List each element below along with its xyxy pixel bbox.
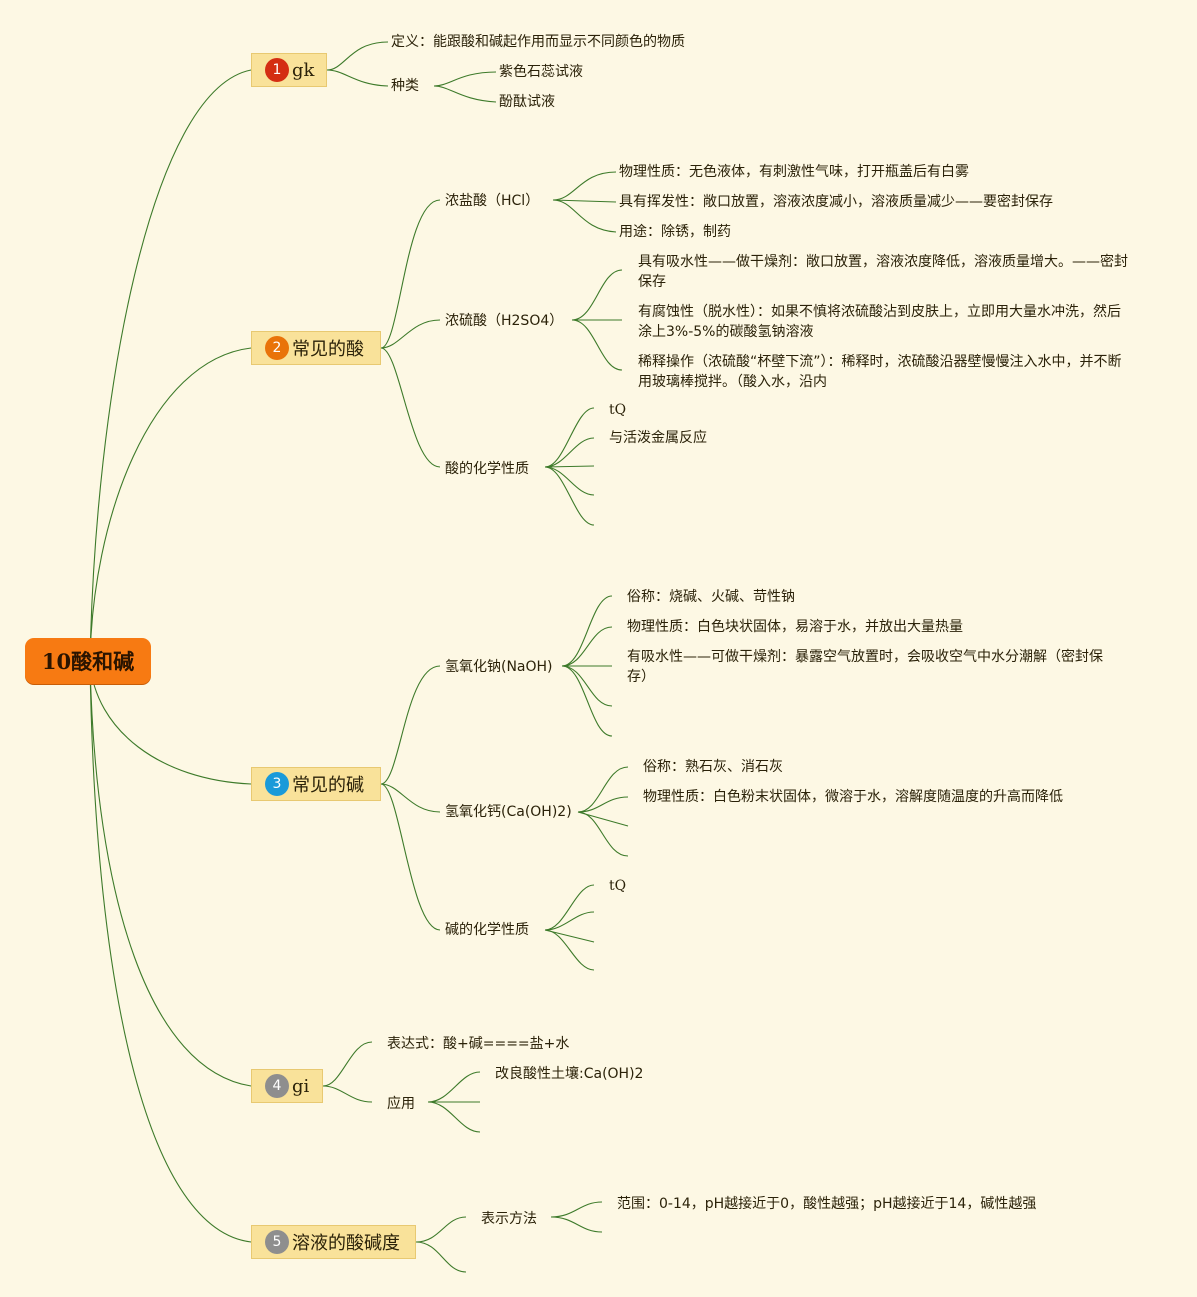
- t1-kinds-label[interactable]: 种类: [391, 78, 419, 94]
- t3-chem-label[interactable]: 碱的化学性质: [445, 922, 529, 938]
- number-badge-3: 3: [265, 772, 289, 796]
- topic-5-label: 溶液的酸碱度: [292, 1233, 400, 1254]
- number-badge-2: 2: [265, 336, 289, 360]
- root-label: 10酸和碱: [41, 649, 135, 674]
- topic-1-node[interactable]: 1 gk: [251, 53, 327, 87]
- t2-h2so4-item[interactable]: 有腐蚀性（脱水性）：如果不慎将浓硫酸沾到皮肤上，立即用大量水冲洗，然后涂上3%-…: [638, 304, 1121, 340]
- t2-h2so4-item[interactable]: 稀释操作（浓硫酸“杯壁下流”）：稀释时，浓硫酸沿器壁慢慢注入水中，并不断用玻璃棒…: [638, 354, 1122, 390]
- t1-kind-item[interactable]: 紫色石蕊试液: [499, 64, 583, 80]
- t3-caoh2-item[interactable]: 物理性质：白色粉末状固体，微溶于水，溶解度随温度的升高而降低: [643, 789, 1063, 805]
- t4-application-item[interactable]: 改良酸性土壤:Ca(OH)2: [495, 1066, 644, 1082]
- topic-3-label: 常见的碱: [292, 775, 364, 796]
- t2-chem-item[interactable]: tQ: [609, 402, 627, 418]
- t3-naoh-item[interactable]: 物理性质：白色块状固体，易溶于水，并放出大量热量: [627, 619, 963, 635]
- topic-5-node[interactable]: 5 溶液的酸碱度: [251, 1225, 416, 1259]
- topic-2-node[interactable]: 2 常见的酸: [251, 331, 381, 365]
- t2-hcl-item[interactable]: 具有挥发性：敞口放置，溶液浓度减小，溶液质量减少——要密封保存: [619, 194, 1053, 210]
- t2-hcl-label[interactable]: 浓盐酸（HCl）: [445, 193, 540, 209]
- t3-caoh2-label[interactable]: 氢氧化钙(Ca(OH)2): [445, 804, 572, 820]
- number-badge-5: 5: [265, 1230, 289, 1254]
- t5-method-item[interactable]: 范围：0-14，pH越接近于0，酸性越强；pH越接近于14，碱性越强: [617, 1196, 1037, 1212]
- t4-expression[interactable]: 表达式：酸+碱====盐+水: [387, 1036, 570, 1052]
- number-badge-1: 1: [265, 58, 289, 82]
- topic-1-label: gk: [292, 59, 315, 81]
- root-node[interactable]: 10酸和碱: [25, 638, 151, 684]
- t3-caoh2-item[interactable]: 俗称：熟石灰、消石灰: [643, 759, 783, 775]
- t4-application-label[interactable]: 应用: [387, 1096, 415, 1112]
- t2-h2so4-item[interactable]: 具有吸水性——做干燥剂：敞口放置，溶液浓度降低，溶液质量增大。——密封保存: [638, 254, 1128, 290]
- t2-h2so4-label[interactable]: 浓硫酸（H2SO4）: [445, 313, 564, 329]
- t5-method-label[interactable]: 表示方法: [481, 1211, 537, 1227]
- number-badge-4: 4: [265, 1074, 289, 1098]
- t2-chem-label[interactable]: 酸的化学性质: [445, 461, 529, 477]
- topic-4-label: gi: [292, 1075, 310, 1097]
- t1-kind-item[interactable]: 酚酞试液: [499, 94, 555, 110]
- t2-hcl-item[interactable]: 物理性质：无色液体，有刺激性气味，打开瓶盖后有白雾: [619, 164, 969, 180]
- topic-4-node[interactable]: 4 gi: [251, 1069, 323, 1103]
- topic-3-node[interactable]: 3 常见的碱: [251, 767, 381, 801]
- t1-definition[interactable]: 定义：能跟酸和碱起作用而显示不同颜色的物质: [391, 34, 685, 50]
- t2-chem-item[interactable]: 与活泼金属反应: [609, 430, 707, 446]
- topic-2-label: 常见的酸: [292, 339, 364, 360]
- t2-hcl-item[interactable]: 用途：除锈，制药: [619, 224, 731, 240]
- t3-naoh-item[interactable]: 有吸水性——可做干燥剂：暴露空气放置时，会吸收空气中水分潮解（密封保存）: [627, 649, 1103, 685]
- t3-chem-item[interactable]: tQ: [609, 878, 627, 894]
- t3-naoh-label[interactable]: 氢氧化钠(NaOH): [445, 659, 553, 675]
- t3-naoh-item[interactable]: 俗称：烧碱、火碱、苛性钠: [627, 589, 795, 605]
